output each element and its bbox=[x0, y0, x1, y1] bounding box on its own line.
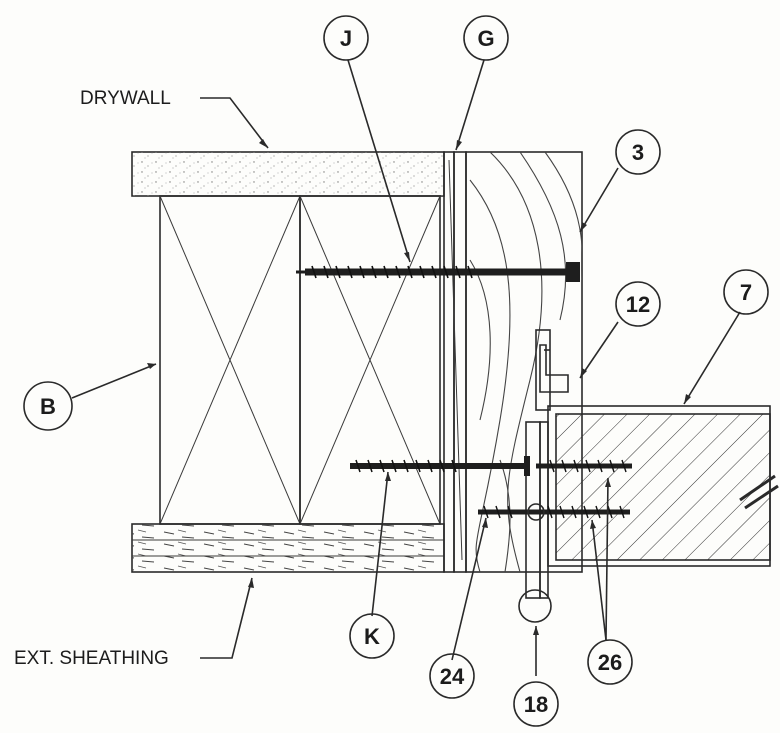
exterior-sheathing-panel bbox=[131, 523, 445, 573]
svg-text:18: 18 bbox=[524, 692, 548, 717]
wood-jamb bbox=[465, 151, 583, 573]
svg-text:7: 7 bbox=[740, 280, 752, 305]
callout-b: B bbox=[23, 381, 73, 431]
screw-k bbox=[350, 456, 530, 476]
svg-text:J: J bbox=[340, 26, 352, 51]
svg-text:B: B bbox=[40, 394, 56, 419]
screw-26-upper bbox=[536, 459, 632, 473]
callout-g: G bbox=[463, 15, 509, 61]
leader-lines bbox=[71, 59, 741, 676]
svg-text:26: 26 bbox=[598, 650, 622, 675]
callout-18: 18 bbox=[513, 681, 559, 727]
callout-j: J bbox=[323, 15, 369, 61]
svg-text:G: G bbox=[477, 26, 494, 51]
svg-text:K: K bbox=[364, 624, 380, 649]
shim-gap bbox=[443, 151, 467, 573]
clip-bracket bbox=[535, 329, 569, 411]
installation-bracket bbox=[518, 421, 552, 623]
callout-24: 24 bbox=[429, 653, 475, 699]
callout-3: 3 bbox=[615, 129, 661, 175]
svg-text:24: 24 bbox=[440, 664, 465, 689]
svg-text:12: 12 bbox=[626, 292, 650, 317]
wall-studs bbox=[159, 195, 441, 525]
leader-arrowheads bbox=[147, 139, 691, 635]
ext-sheathing-label: EXT. SHEATHING bbox=[14, 648, 169, 669]
callout-k: K bbox=[349, 613, 395, 659]
callout-26: 26 bbox=[587, 639, 633, 685]
drywall-label: DRYWALL bbox=[80, 88, 171, 109]
svg-text:3: 3 bbox=[632, 140, 644, 165]
callout-12: 12 bbox=[615, 281, 661, 327]
drywall-panel bbox=[131, 151, 445, 197]
screw-26-lower bbox=[478, 503, 630, 521]
screw-j bbox=[296, 262, 580, 282]
callout-7: 7 bbox=[723, 269, 769, 315]
window-frame bbox=[547, 405, 779, 567]
